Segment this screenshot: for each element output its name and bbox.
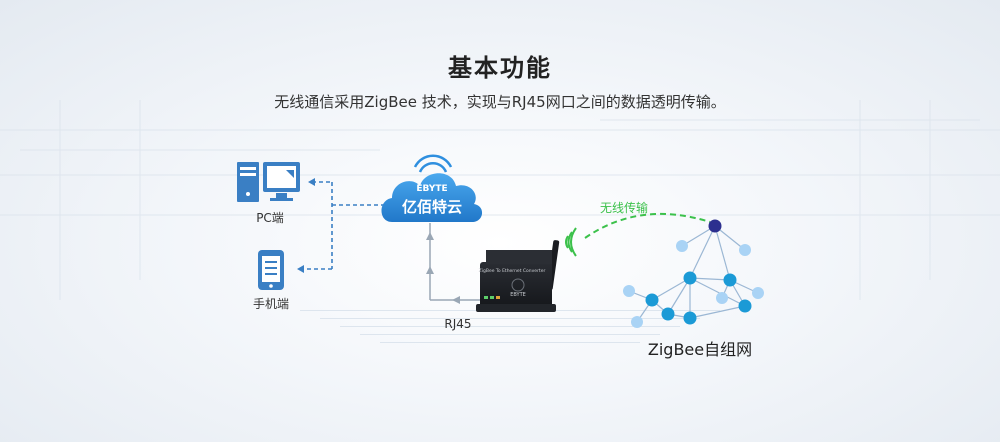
phone-label: 手机端 [253,297,289,311]
network-label: ZigBee自组网 [648,340,752,359]
page-title: 基本功能 [448,54,552,82]
dashed-connector [300,181,385,270]
gateway-front-brand: EBYTE [510,292,526,298]
rj45-label: RJ45 [444,317,471,331]
router-node [661,307,675,321]
end-node [739,244,751,256]
router-node [645,293,659,307]
wireless-link [584,213,711,239]
router-node [738,299,752,313]
wireless-signal-icon [565,227,577,257]
router-node [683,311,697,325]
cloud-gateway-line [429,223,488,301]
cloud-icon [381,154,483,222]
end-node [676,240,688,252]
gateway-front-title: ZigBee To Ethernet Converter [479,268,546,274]
cloud-brand: EBYTE [416,184,447,194]
end-node [716,292,728,304]
end-node [631,316,643,328]
phone-icon [258,250,284,290]
end-node [623,285,635,297]
router-node [683,271,697,285]
coordinator-node [708,219,722,233]
mesh-nodes [623,219,764,328]
arrow-heads [297,178,315,273]
end-node [752,287,764,299]
router-node [723,273,737,287]
gateway-device [476,240,560,312]
wireless-label: 无线传输 [600,200,648,215]
pc-label: PC端 [256,211,284,225]
line-arrows [426,232,460,304]
cloud-name: 亿佰特云 [402,198,462,216]
page-subtitle: 无线通信采用ZigBee 技术，实现与RJ45网口之间的数据透明传输。 [274,93,726,111]
pc-icon [237,162,300,202]
